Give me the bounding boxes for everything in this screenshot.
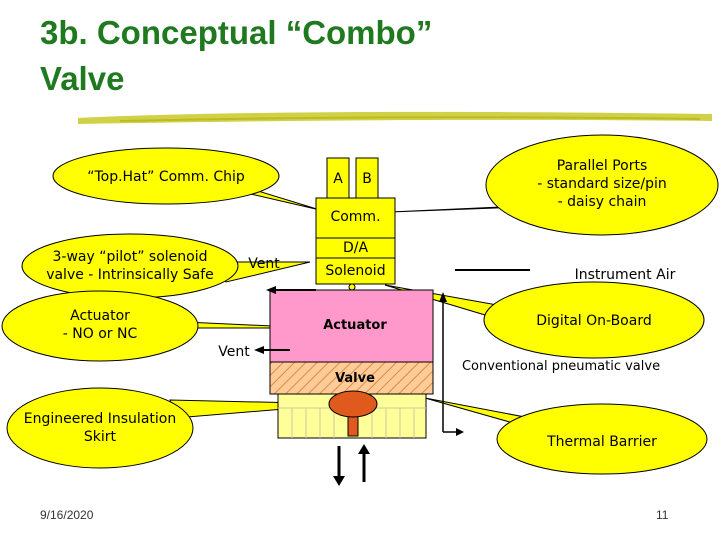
tophat-callout-bubble xyxy=(52,147,280,205)
slide-date: 9/16/2020 xyxy=(40,508,94,522)
parallel-ports-line-1: Parallel Ports xyxy=(556,158,648,174)
pilot-callout-label: 3-way “pilot” solenoid valve - Intrinsic… xyxy=(22,248,238,284)
slide-page-number: 11 xyxy=(656,508,669,522)
solenoid-pin xyxy=(348,283,356,291)
parallel-ports-callout-label: Parallel Ports - standard size/pin - dai… xyxy=(502,157,702,211)
title-underline-stroke-2 xyxy=(119,116,701,122)
insulation-callout-line-1: Engineered Insulation xyxy=(23,411,177,427)
pilot-callout-line-1: 3-way “pilot” solenoid xyxy=(52,249,208,265)
parallel-ports-line-2: - standard size/pin xyxy=(537,176,667,192)
instrument-air-label: Instrument Air xyxy=(574,267,676,283)
actuator-callout-line-2: - NO or NC xyxy=(62,326,138,342)
solenoid-block xyxy=(315,257,396,285)
parallel-callout-bubble xyxy=(485,134,719,236)
port-a-label: A xyxy=(333,171,343,187)
digital-onboard-callout-label: Digital On-Board xyxy=(536,313,652,329)
vent-arrow-1 xyxy=(266,286,316,294)
conventional-valve-label: Conventional pneumatic valve xyxy=(461,359,661,374)
flow-arrows xyxy=(333,444,370,486)
comm-label: Comm. xyxy=(330,209,381,225)
actuator-label: Actuator xyxy=(323,318,387,333)
vent-arrow-2 xyxy=(254,346,290,354)
vent-label-upper: Vent xyxy=(248,256,280,272)
port-b-label: B xyxy=(362,171,372,187)
parallel-ports-line-3: - daisy chain xyxy=(557,194,647,210)
slide-title: 3b. Conceptual “Combo” Valve xyxy=(40,10,600,102)
insulation-callout-bubble xyxy=(6,387,194,469)
valve-plug xyxy=(328,390,378,418)
conventional-valve-dimension xyxy=(439,292,464,436)
pilot-callout-line-2: valve - Intrinsically Safe xyxy=(46,267,214,283)
comm-block xyxy=(315,197,396,239)
insulation-callout-line-2: Skirt xyxy=(83,429,117,445)
slide-title-line-2: Valve xyxy=(40,60,125,97)
tophat-callout-label: “Top.Hat” Comm. Chip xyxy=(87,169,245,185)
actuator-callout-bubble xyxy=(1,290,199,362)
actuator-callout-line-1: Actuator xyxy=(70,308,130,324)
digital-callout-bubble xyxy=(483,281,705,359)
vent-label-lower: Vent xyxy=(218,344,250,360)
valve-label: Valve xyxy=(335,371,375,386)
solenoid-label: Solenoid xyxy=(325,263,386,279)
da-label: D/A xyxy=(342,240,369,256)
insulation-callout-label: Engineered Insulation Skirt xyxy=(10,410,190,446)
slide-title-line-1: 3b. Conceptual “Combo” xyxy=(40,14,433,51)
actuator-callout-label: Actuator - NO or NC xyxy=(12,307,188,343)
thermal-barrier-callout-label: Thermal Barrier xyxy=(547,434,657,450)
thermal-callout-bubble xyxy=(496,403,708,475)
valve-body xyxy=(269,361,434,395)
actuator-block xyxy=(269,289,434,363)
